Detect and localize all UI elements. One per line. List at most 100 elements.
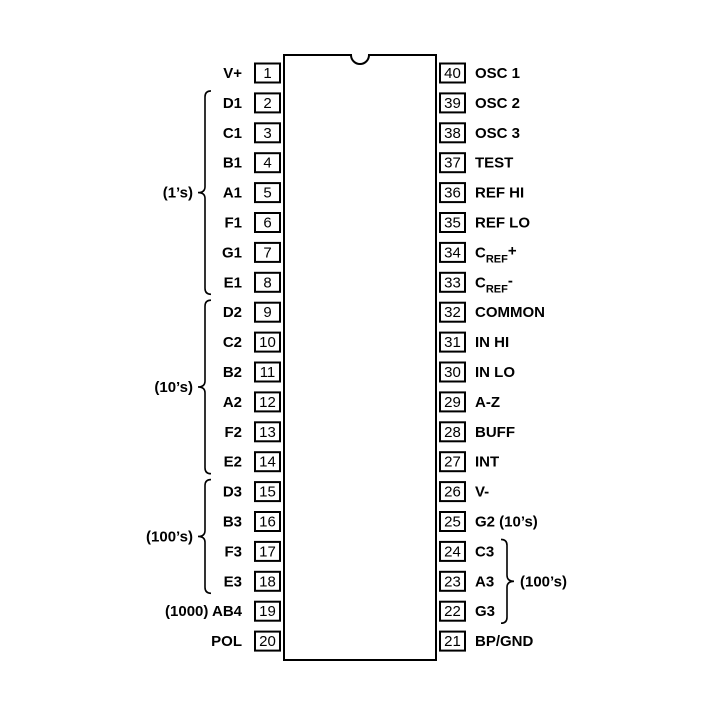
pin-label: F1 xyxy=(224,215,242,232)
pin-box xyxy=(254,301,281,323)
pin-label: (1000) AB4 xyxy=(165,603,243,620)
pin-number: 22 xyxy=(444,603,461,620)
pin-label-suffix: - xyxy=(508,272,513,289)
pin-24: 24 C3 xyxy=(439,540,494,562)
pin-number: 40 xyxy=(444,65,461,82)
pin-box xyxy=(439,62,466,84)
pin-number: 16 xyxy=(259,514,276,531)
pin-box xyxy=(439,331,466,353)
pin-19: 19(1000) AB4 xyxy=(165,600,281,622)
pin-40: 40 OSC 1 xyxy=(439,62,520,84)
pin-label: A-Z xyxy=(475,394,500,411)
pin-label: E2 xyxy=(224,454,242,471)
pin-box xyxy=(439,152,466,174)
pin-label: IN HI xyxy=(475,334,509,351)
pin-label: F3 xyxy=(224,543,242,560)
pin-label-main: C xyxy=(475,274,486,291)
right-digit-group-1: (100’s) xyxy=(500,538,567,624)
pin-box xyxy=(254,570,281,592)
pin-box xyxy=(439,92,466,114)
pin-number: 26 xyxy=(444,484,461,501)
pin-box xyxy=(254,421,281,443)
pin-label: D3 xyxy=(223,484,242,501)
pin-label-subscript: REF xyxy=(486,283,508,295)
pin-label: V+ xyxy=(223,65,242,82)
pin-number: 3 xyxy=(263,125,271,142)
pin-label: BUFF xyxy=(475,424,515,441)
group-label: (1’s) xyxy=(163,185,193,202)
pin-box xyxy=(254,361,281,383)
pin-number: 31 xyxy=(444,334,461,351)
pin-6: 6F1 xyxy=(224,212,281,233)
pin-box xyxy=(254,241,281,263)
pin-box xyxy=(439,391,466,413)
pin-label: A2 xyxy=(223,394,242,411)
pin-label: C3 xyxy=(475,543,494,560)
pin-number: 32 xyxy=(444,304,461,321)
pin-label: F2 xyxy=(224,424,242,441)
pin-box xyxy=(439,241,466,263)
pin-box xyxy=(439,570,466,592)
pin-4: 4B1 xyxy=(223,152,281,174)
pin-box xyxy=(254,540,281,562)
pin-number: 10 xyxy=(259,334,276,351)
pin-box xyxy=(439,451,466,473)
pin-label: E1 xyxy=(224,274,242,291)
pin-label: OSC 1 xyxy=(475,65,520,82)
pin-label: CREF- xyxy=(475,272,513,295)
pin-label: REF HI xyxy=(475,185,524,202)
pin-box xyxy=(254,122,281,144)
pin-label-subscript: REF xyxy=(486,253,508,265)
pin-number: 33 xyxy=(444,274,461,291)
pin-label: BP/GND xyxy=(475,633,534,650)
pin-box xyxy=(254,331,281,353)
pin-number: 12 xyxy=(259,394,276,411)
pin-label: B1 xyxy=(223,155,242,172)
pin-number: 29 xyxy=(444,394,461,411)
pin-box xyxy=(254,481,281,503)
left-digit-group-3: (100’s) xyxy=(146,478,212,595)
pin-box xyxy=(254,600,281,622)
pin-number: 34 xyxy=(444,244,461,261)
group-brace xyxy=(500,538,515,624)
pin-label: G2 (10’s) xyxy=(475,514,538,531)
left-digit-group-2: (10’s) xyxy=(154,299,212,475)
pin-label: A3 xyxy=(475,573,494,590)
pin-label: INT xyxy=(475,454,499,471)
pin-box xyxy=(439,600,466,622)
pin-box xyxy=(254,212,281,233)
pin-label: G3 xyxy=(475,603,495,620)
pin-number: 20 xyxy=(259,633,276,650)
group-brace xyxy=(197,478,212,595)
pin-label: OSC 2 xyxy=(475,95,520,112)
pin-box xyxy=(439,630,466,652)
pin-7: 7G1 xyxy=(222,241,281,263)
pin-number: 24 xyxy=(444,543,461,560)
pin-number: 8 xyxy=(263,274,271,291)
pin-number: 35 xyxy=(444,215,461,232)
pin-box xyxy=(439,301,466,323)
pin-1: 1V+ xyxy=(223,62,281,84)
digit-group-brackets: (1’s)(10’s)(100’s)(100’s) xyxy=(146,90,567,624)
pin-29: 29 A-Z xyxy=(439,391,500,413)
pin-3: 3C1 xyxy=(223,122,281,144)
pin-label: E3 xyxy=(224,573,242,590)
pin-label: B3 xyxy=(223,514,242,531)
pin-box xyxy=(439,361,466,383)
